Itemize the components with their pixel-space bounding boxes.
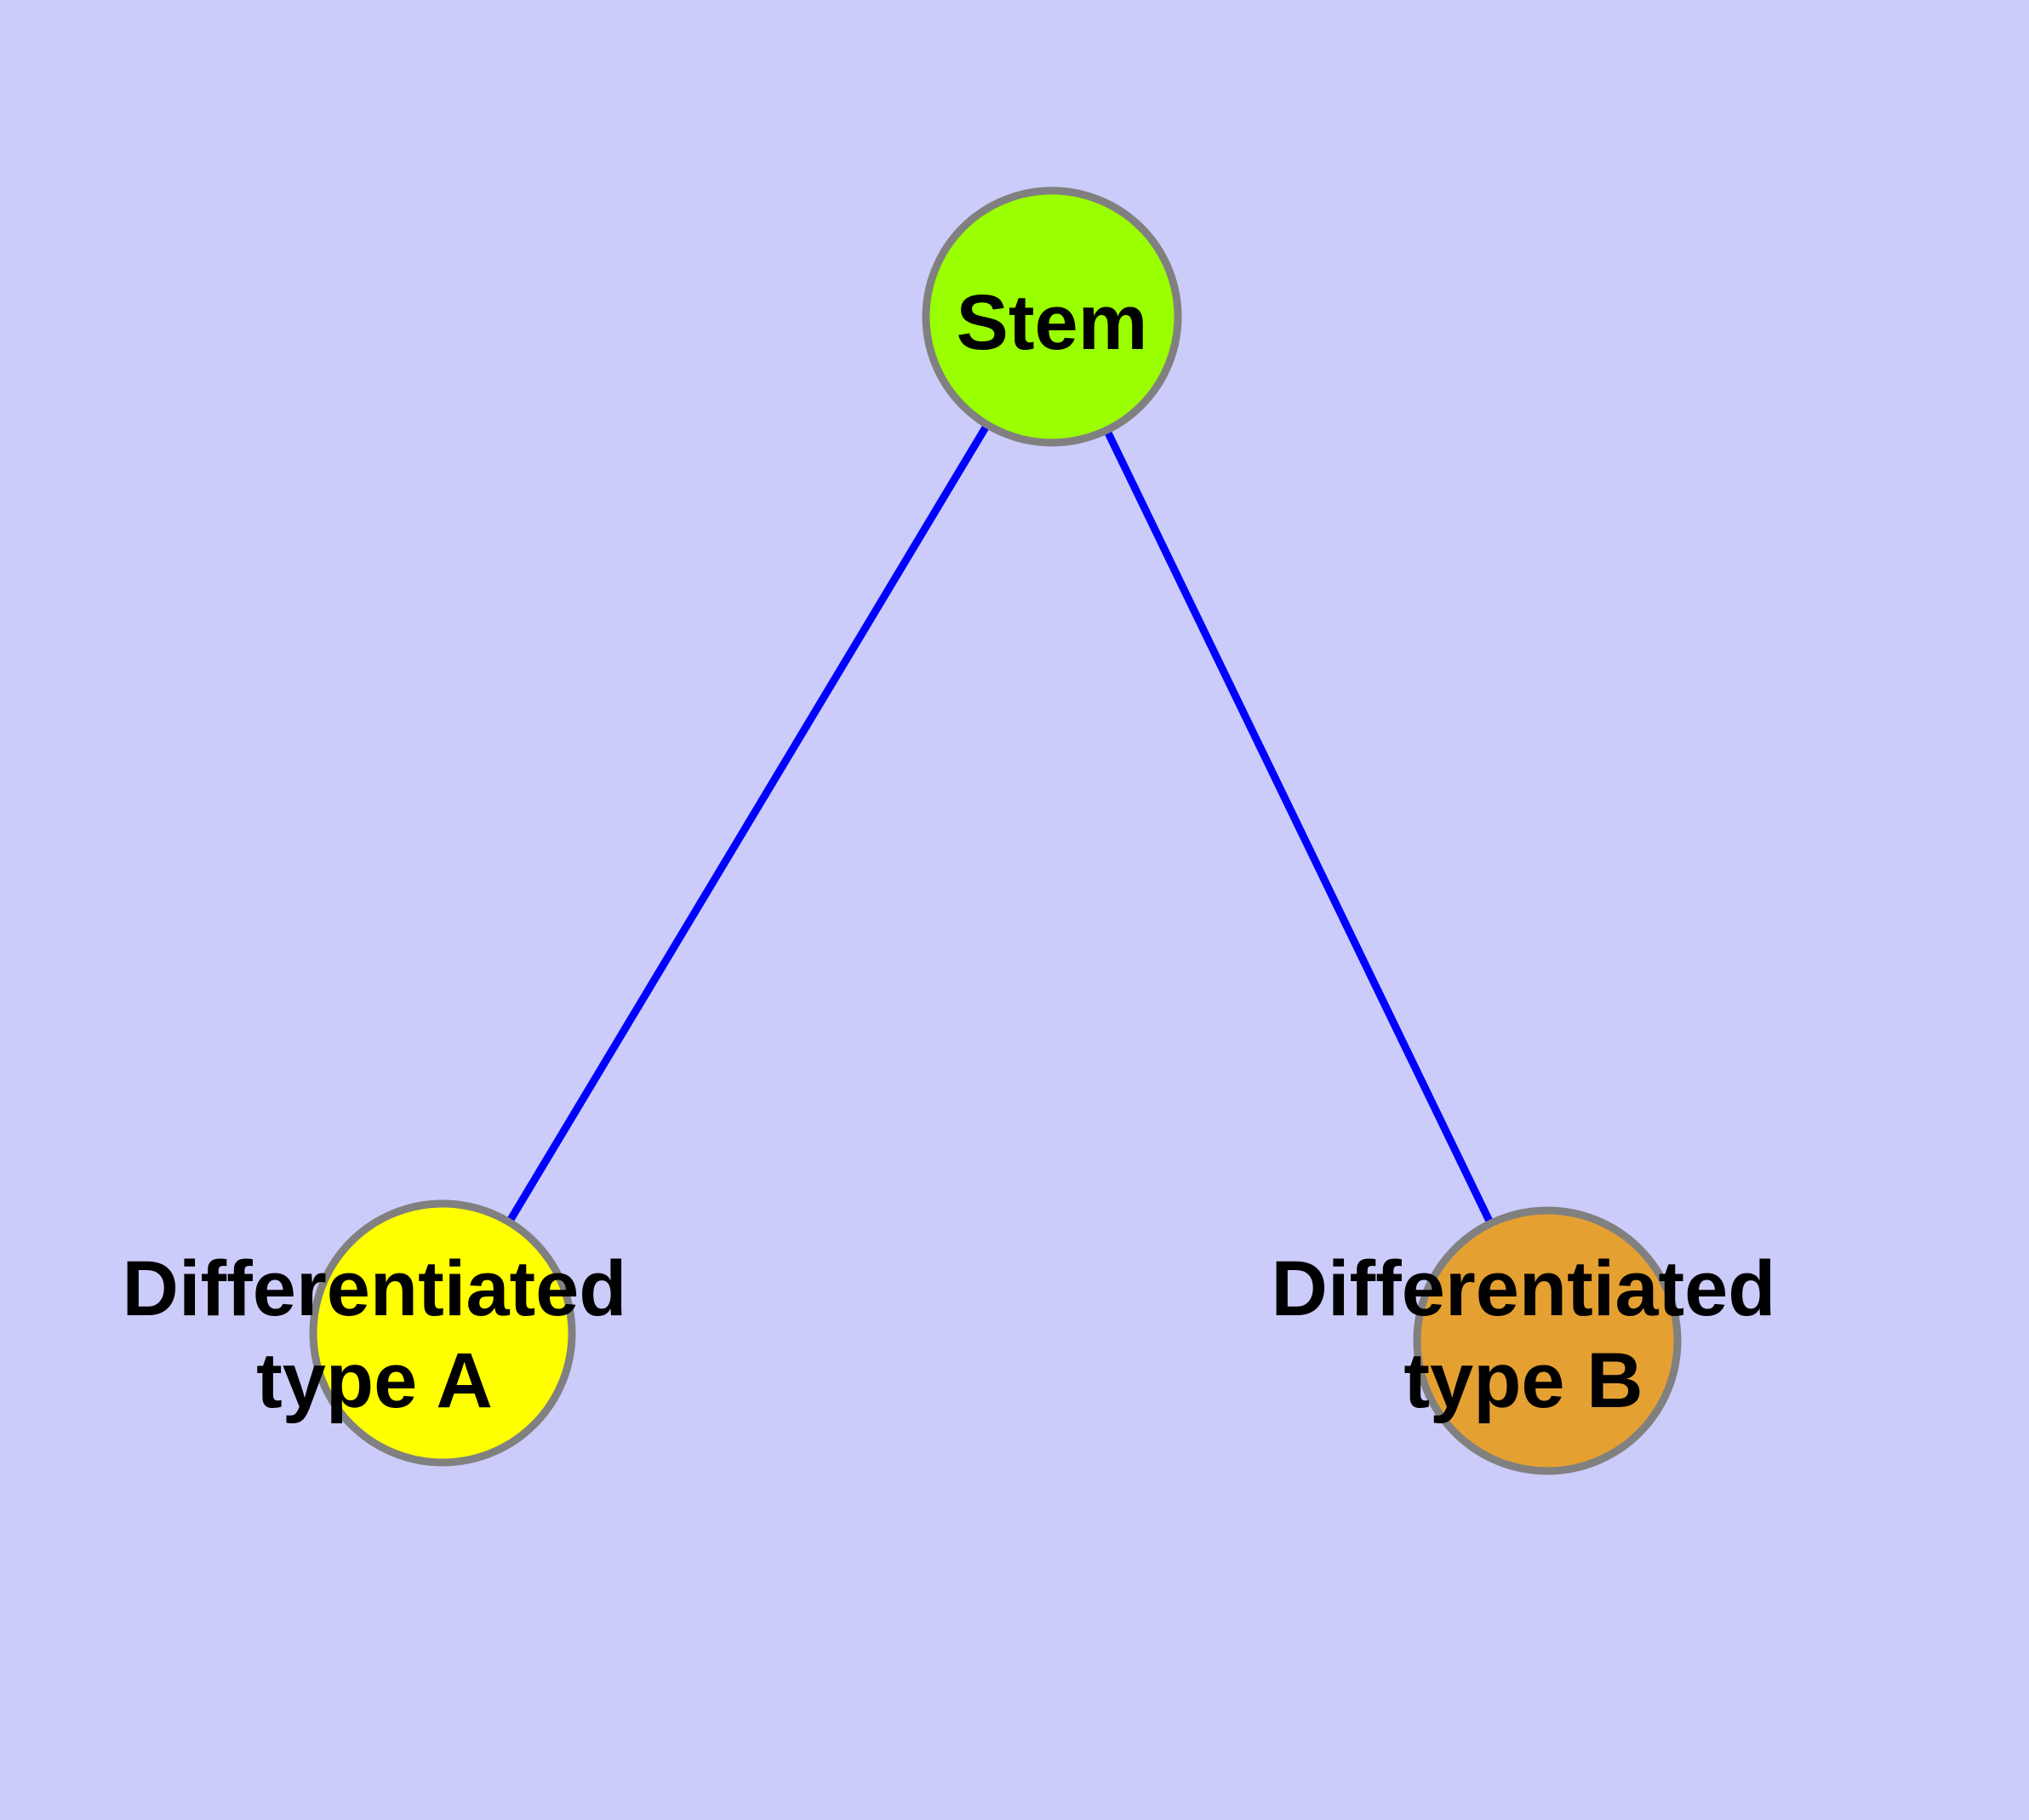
node-label-line-stem-0: Stem — [957, 279, 1148, 366]
node-label-line-diff_a-1: type A — [256, 1337, 493, 1424]
node-circle-diff_b[interactable] — [1413, 1206, 1682, 1475]
node-label-stem: Stem — [957, 279, 1148, 366]
node-label-line-diff_b-1: type B — [1403, 1337, 1643, 1424]
node-diff_b[interactable] — [1413, 1206, 1682, 1475]
node-label-line-diff_b-0: Differentiated — [1272, 1245, 1776, 1332]
node-diff_a[interactable] — [309, 1199, 576, 1467]
edge-stem-to-diff-b[interactable] — [1048, 315, 1552, 1342]
edges-layer — [439, 314, 1552, 1342]
node-circle-diff_a[interactable] — [309, 1199, 576, 1467]
node-stem[interactable] — [922, 186, 1182, 447]
node-circle-stem[interactable] — [922, 186, 1182, 447]
node-label-line-diff_a-0: Differentiated — [123, 1245, 627, 1332]
edge-stem-to-diff-a[interactable] — [439, 314, 1055, 1336]
